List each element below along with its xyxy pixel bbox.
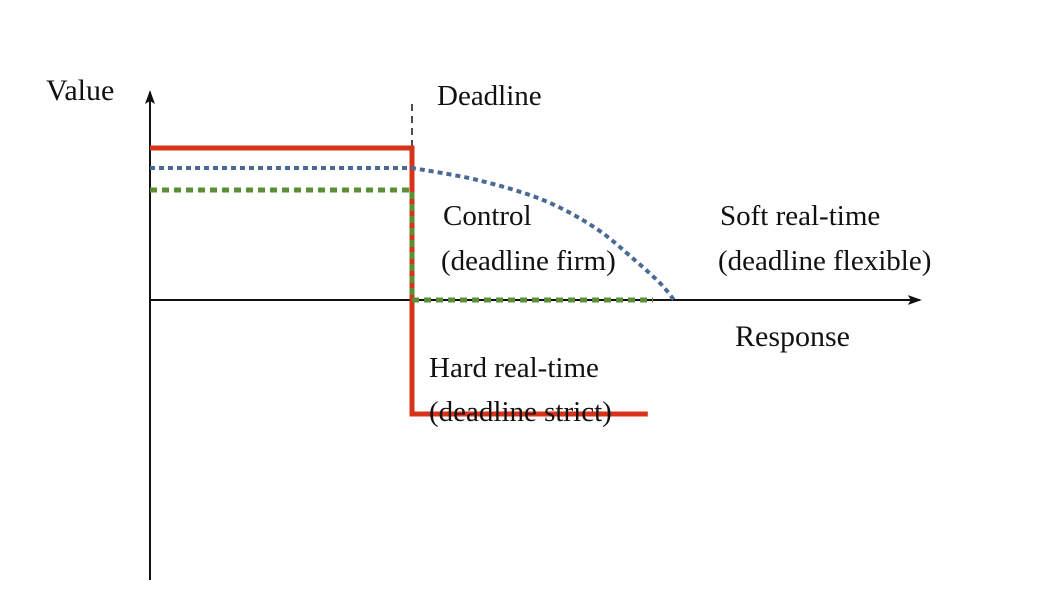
soft-label-line2: (deadline flexible) [718,245,931,277]
hard-label-line2: (deadline strict) [429,396,612,428]
control-label-line2: (deadline firm) [441,245,616,277]
soft-label-line1: Soft real-time [720,200,880,232]
series-line-control [150,187,654,303]
control-label-line1: Control [443,200,532,232]
deadline-label: Deadline [437,80,542,112]
hard-label-line1: Hard real-time [429,352,599,384]
series-line-soft [150,166,676,302]
series-layer [150,145,676,417]
y-axis-label: Value [46,74,114,107]
x-axis-label: Response [735,320,850,353]
